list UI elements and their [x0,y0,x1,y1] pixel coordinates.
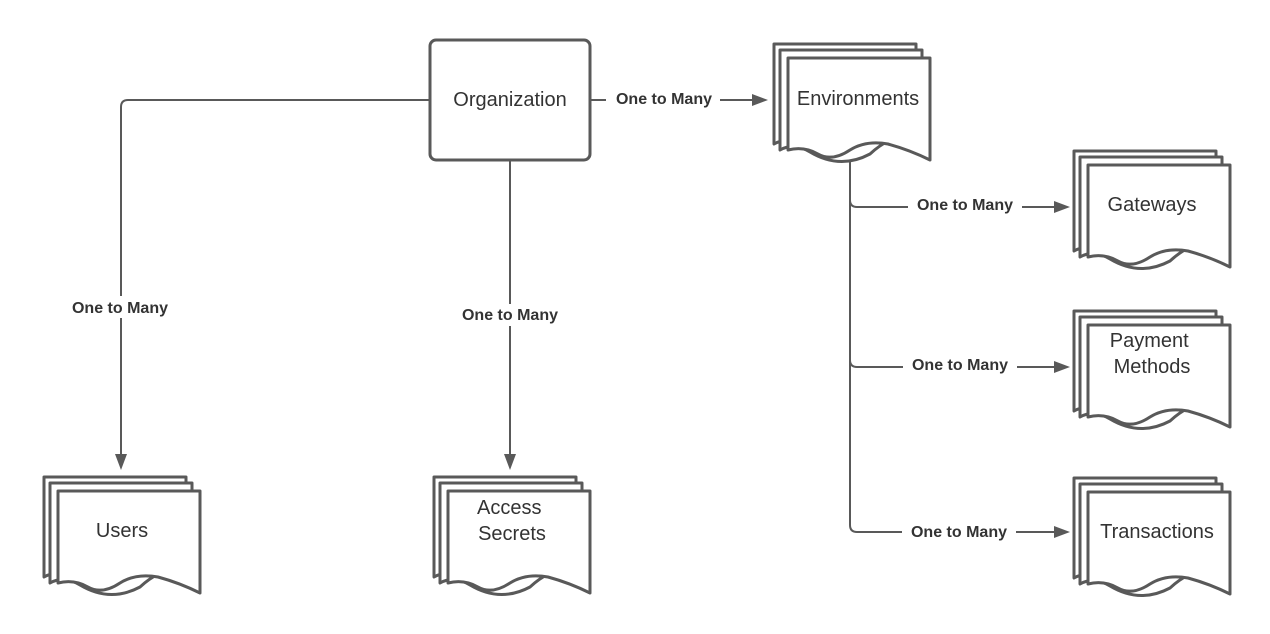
node-transactions: Transactions [1072,476,1232,598]
node-organization: Organization [428,38,592,162]
edge-org-to-environments: One to Many [590,88,768,110]
node-environments-label: Environments [797,88,919,110]
node-payment-methods-line-1: Payment [1110,330,1189,352]
edge-org-to-users: One to Many [64,99,430,470]
node-payment-methods-label: Payment Methods [1110,330,1195,378]
edge-label-org-access-secrets: One to Many [462,307,558,324]
node-gateways: Gateways [1072,149,1232,271]
edge-label-env-transactions: One to Many [911,524,1007,541]
node-payment-methods: Payment Methods [1072,309,1232,431]
node-environments: Environments [772,42,932,164]
edge-label-env-gateways: One to Many [917,197,1013,214]
node-users: Users [42,475,202,597]
node-gateways-label: Gateways [1108,194,1197,216]
node-organization-label: Organization [453,89,566,111]
node-access-secrets-line-1: Access [477,497,541,519]
node-access-secrets-label: Access Secrets [477,497,547,545]
edge-label-env-payment-methods: One to Many [912,357,1008,374]
edge-env-to-transactions: One to Many [849,520,1070,542]
node-transactions-label: Transactions [1100,521,1214,543]
edge-label-org-users: One to Many [72,300,168,317]
edge-org-to-access-secrets: One to Many [454,160,568,470]
node-access-secrets-line-2: Secrets [478,523,546,545]
edge-env-to-gateways: One to Many [849,194,1070,216]
node-payment-methods-line-2: Methods [1114,356,1191,378]
node-users-label: Users [96,520,148,542]
edge-env-to-payment-methods: One to Many [849,354,1070,376]
edge-label-org-environments: One to Many [616,91,712,108]
node-access-secrets: Access Secrets [432,475,592,597]
